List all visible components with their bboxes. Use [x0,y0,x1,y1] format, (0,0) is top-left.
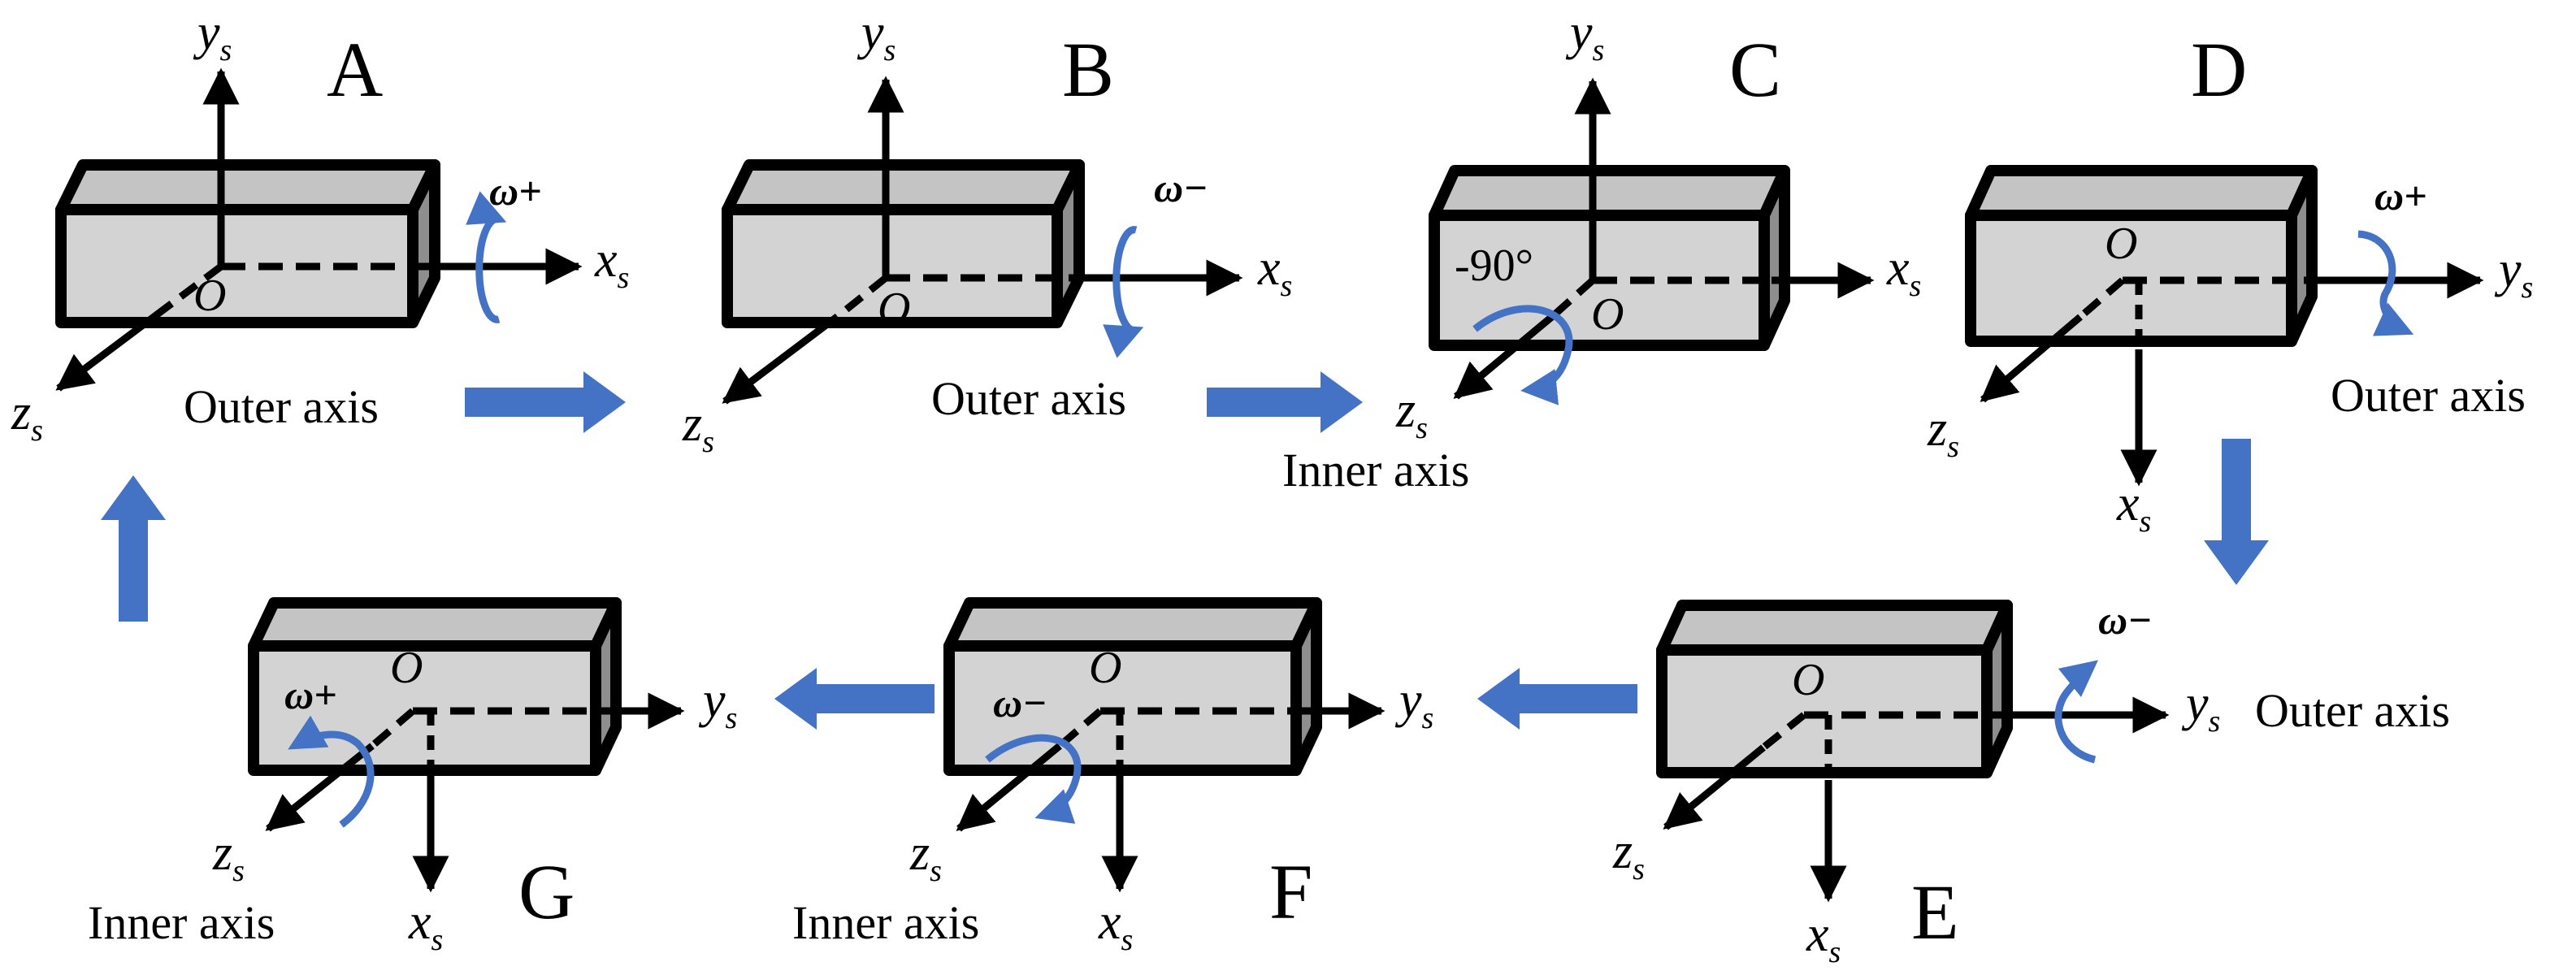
panel-d: D O ys xs zs ω+ Outer axis [1927,26,2533,539]
z-axis-arrow [55,302,171,392]
flow-arrow-left-icon [1477,668,1637,730]
y-axis-label: ys [1565,5,1604,67]
origin-label: O [1591,289,1624,340]
flow-arrow-right-icon [1207,371,1363,433]
axis-note: Inner axis [1282,444,1469,496]
panel-letter: G [518,848,575,935]
panel-c: C O -90° ys xs zs Inner axis [1282,5,1921,496]
axis-note: Outer axis [2331,369,2526,422]
z-axis-line [167,263,223,309]
angle-label: -90° [1455,240,1533,291]
rotation-arrow-icon [2054,660,2099,764]
rotation-arrow-icon [1472,305,1573,405]
rotation-arrow-icon [466,191,507,323]
rotation-arrow-icon [2357,230,2414,336]
origin-label: O [390,643,423,693]
panel-letter: F [1269,848,1312,935]
z-axis-line [1057,708,1103,749]
rotation-arrow-icon [985,734,1082,824]
z-axis-arrow [956,743,1062,832]
axis-note: Outer axis [931,372,1126,425]
z-axis-line [370,708,415,749]
x-axis-label: xs [594,232,629,295]
z-axis-arrow [1663,744,1766,830]
y-axis-label: ys [193,5,232,67]
x-axis-label: xs [408,895,443,957]
y-axis-label: ys [698,673,737,735]
y-axis-label: ys [856,5,896,67]
z-axis-line [1761,712,1806,751]
z-axis-arrow [722,314,839,405]
axis-note: Inner axis [792,896,979,949]
z-axis-line [835,275,888,320]
omega-label: ω+ [2374,173,2427,219]
x-axis-label: xs [1257,240,1292,303]
panel-letter: A [327,26,383,113]
omega-label: ω− [1154,165,1208,210]
z-axis-label: zs [11,385,43,448]
z-axis-label: zs [1612,824,1645,886]
panel-letter: B [1062,26,1114,113]
omega-label: ω− [993,680,1047,726]
flow-arrow-right-icon [465,371,626,433]
y-axis-label: ys [2494,242,2533,305]
flow-arrows [101,371,2269,730]
x-axis-label: xs [1806,907,1841,969]
panel-g: G O ys xs zs ω+ Inner axis [88,597,737,957]
axis-note: Outer axis [2255,684,2450,737]
panel-f: F O ys xs zs ω− Inner axis [792,597,1433,957]
z-axis-label: zs [682,396,714,459]
z-axis-arrow [1980,314,2083,403]
y-axis-label: ys [1394,673,1433,735]
z-axis-arrow [1453,312,1556,400]
z-axis-label: zs [1927,401,1959,464]
z-axis-line [1550,277,1596,318]
origin-label: O [2105,219,2137,269]
panel-letter: E [1911,869,1959,956]
z-axis-label: zs [1395,383,1428,445]
flow-arrow-up-icon [101,475,166,622]
z-axis-line [2078,277,2125,320]
x-axis-label: xs [2116,476,2151,539]
panel-letter: C [1729,26,1781,113]
panel-b: B O ys xs zs ω− Outer axis [682,5,1292,459]
origin-label: O [1089,643,1121,693]
x-axis-label: xs [1886,240,1921,303]
panel-e: E O ys xs zs ω− Outer axis [1612,597,2450,969]
z-axis-arrow [265,743,375,832]
flow-arrow-left-icon [774,668,935,730]
panel-letter: D [2191,26,2247,113]
axis-note: Outer axis [184,380,379,433]
omega-label: ω+ [489,168,542,214]
omega-label: ω− [2098,597,2152,643]
origin-label: O [1792,655,1824,705]
rotation-arrow-icon [288,715,375,828]
z-axis-label: zs [909,826,942,888]
origin-label: O [878,284,910,334]
rotation-arrow-icon [1103,226,1144,358]
x-axis-label: xs [1098,895,1133,957]
axis-note: Inner axis [88,896,275,949]
y-axis-label: ys [2181,676,2220,739]
origin-label: O [193,271,226,321]
box [1656,600,2013,778]
box [55,159,440,328]
flow-arrow-down-icon [2204,439,2269,585]
z-axis-label: zs [212,826,245,888]
omega-label: ω+ [284,672,337,717]
panel-a: A O ys xs zs ω+ Outer axis [11,5,629,448]
